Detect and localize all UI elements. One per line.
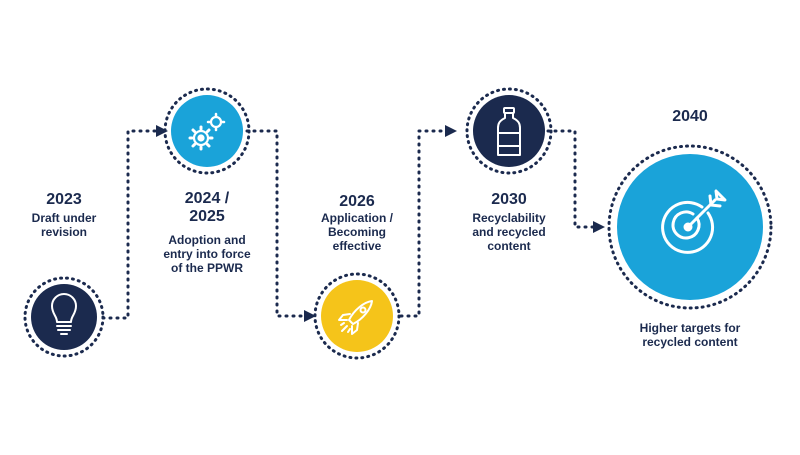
description-2023: Draft under revision [31, 211, 97, 239]
arrow-head-3 [445, 125, 457, 137]
arrow-head-1 [156, 125, 168, 137]
gears-icon [188, 112, 226, 151]
milestone-2040 [607, 144, 773, 310]
connector-4 [546, 129, 604, 229]
year-2030: 2030 [491, 191, 527, 208]
connector-1 [101, 129, 167, 320]
arrow-head-4 [593, 221, 605, 233]
milestone-2026 [313, 272, 401, 360]
milestone-2024-2025 [163, 87, 251, 175]
milestone-2030 [465, 87, 553, 175]
description-2030: Recyclability and recycled content [472, 211, 546, 253]
description-2024-2025: Adoption and entry into force of the PPW… [163, 233, 251, 275]
connector-2 [245, 129, 315, 318]
year-2024-2025: 2024 / 2025 [184, 190, 230, 225]
description-2040: Higher targets for recycled content [639, 321, 741, 349]
milestone-2023 [23, 276, 105, 358]
year-2026: 2026 [339, 193, 375, 210]
year-2023: 2023 [46, 191, 82, 208]
arrow-head-2 [304, 310, 316, 322]
bottle-icon [497, 107, 521, 156]
connector-3 [399, 129, 456, 318]
rocket-icon [338, 300, 373, 335]
description-2026: Application / Becoming effective [321, 211, 393, 253]
target-icon [661, 189, 727, 254]
year-2040: 2040 [672, 108, 708, 125]
lightbulb-icon [51, 293, 77, 335]
